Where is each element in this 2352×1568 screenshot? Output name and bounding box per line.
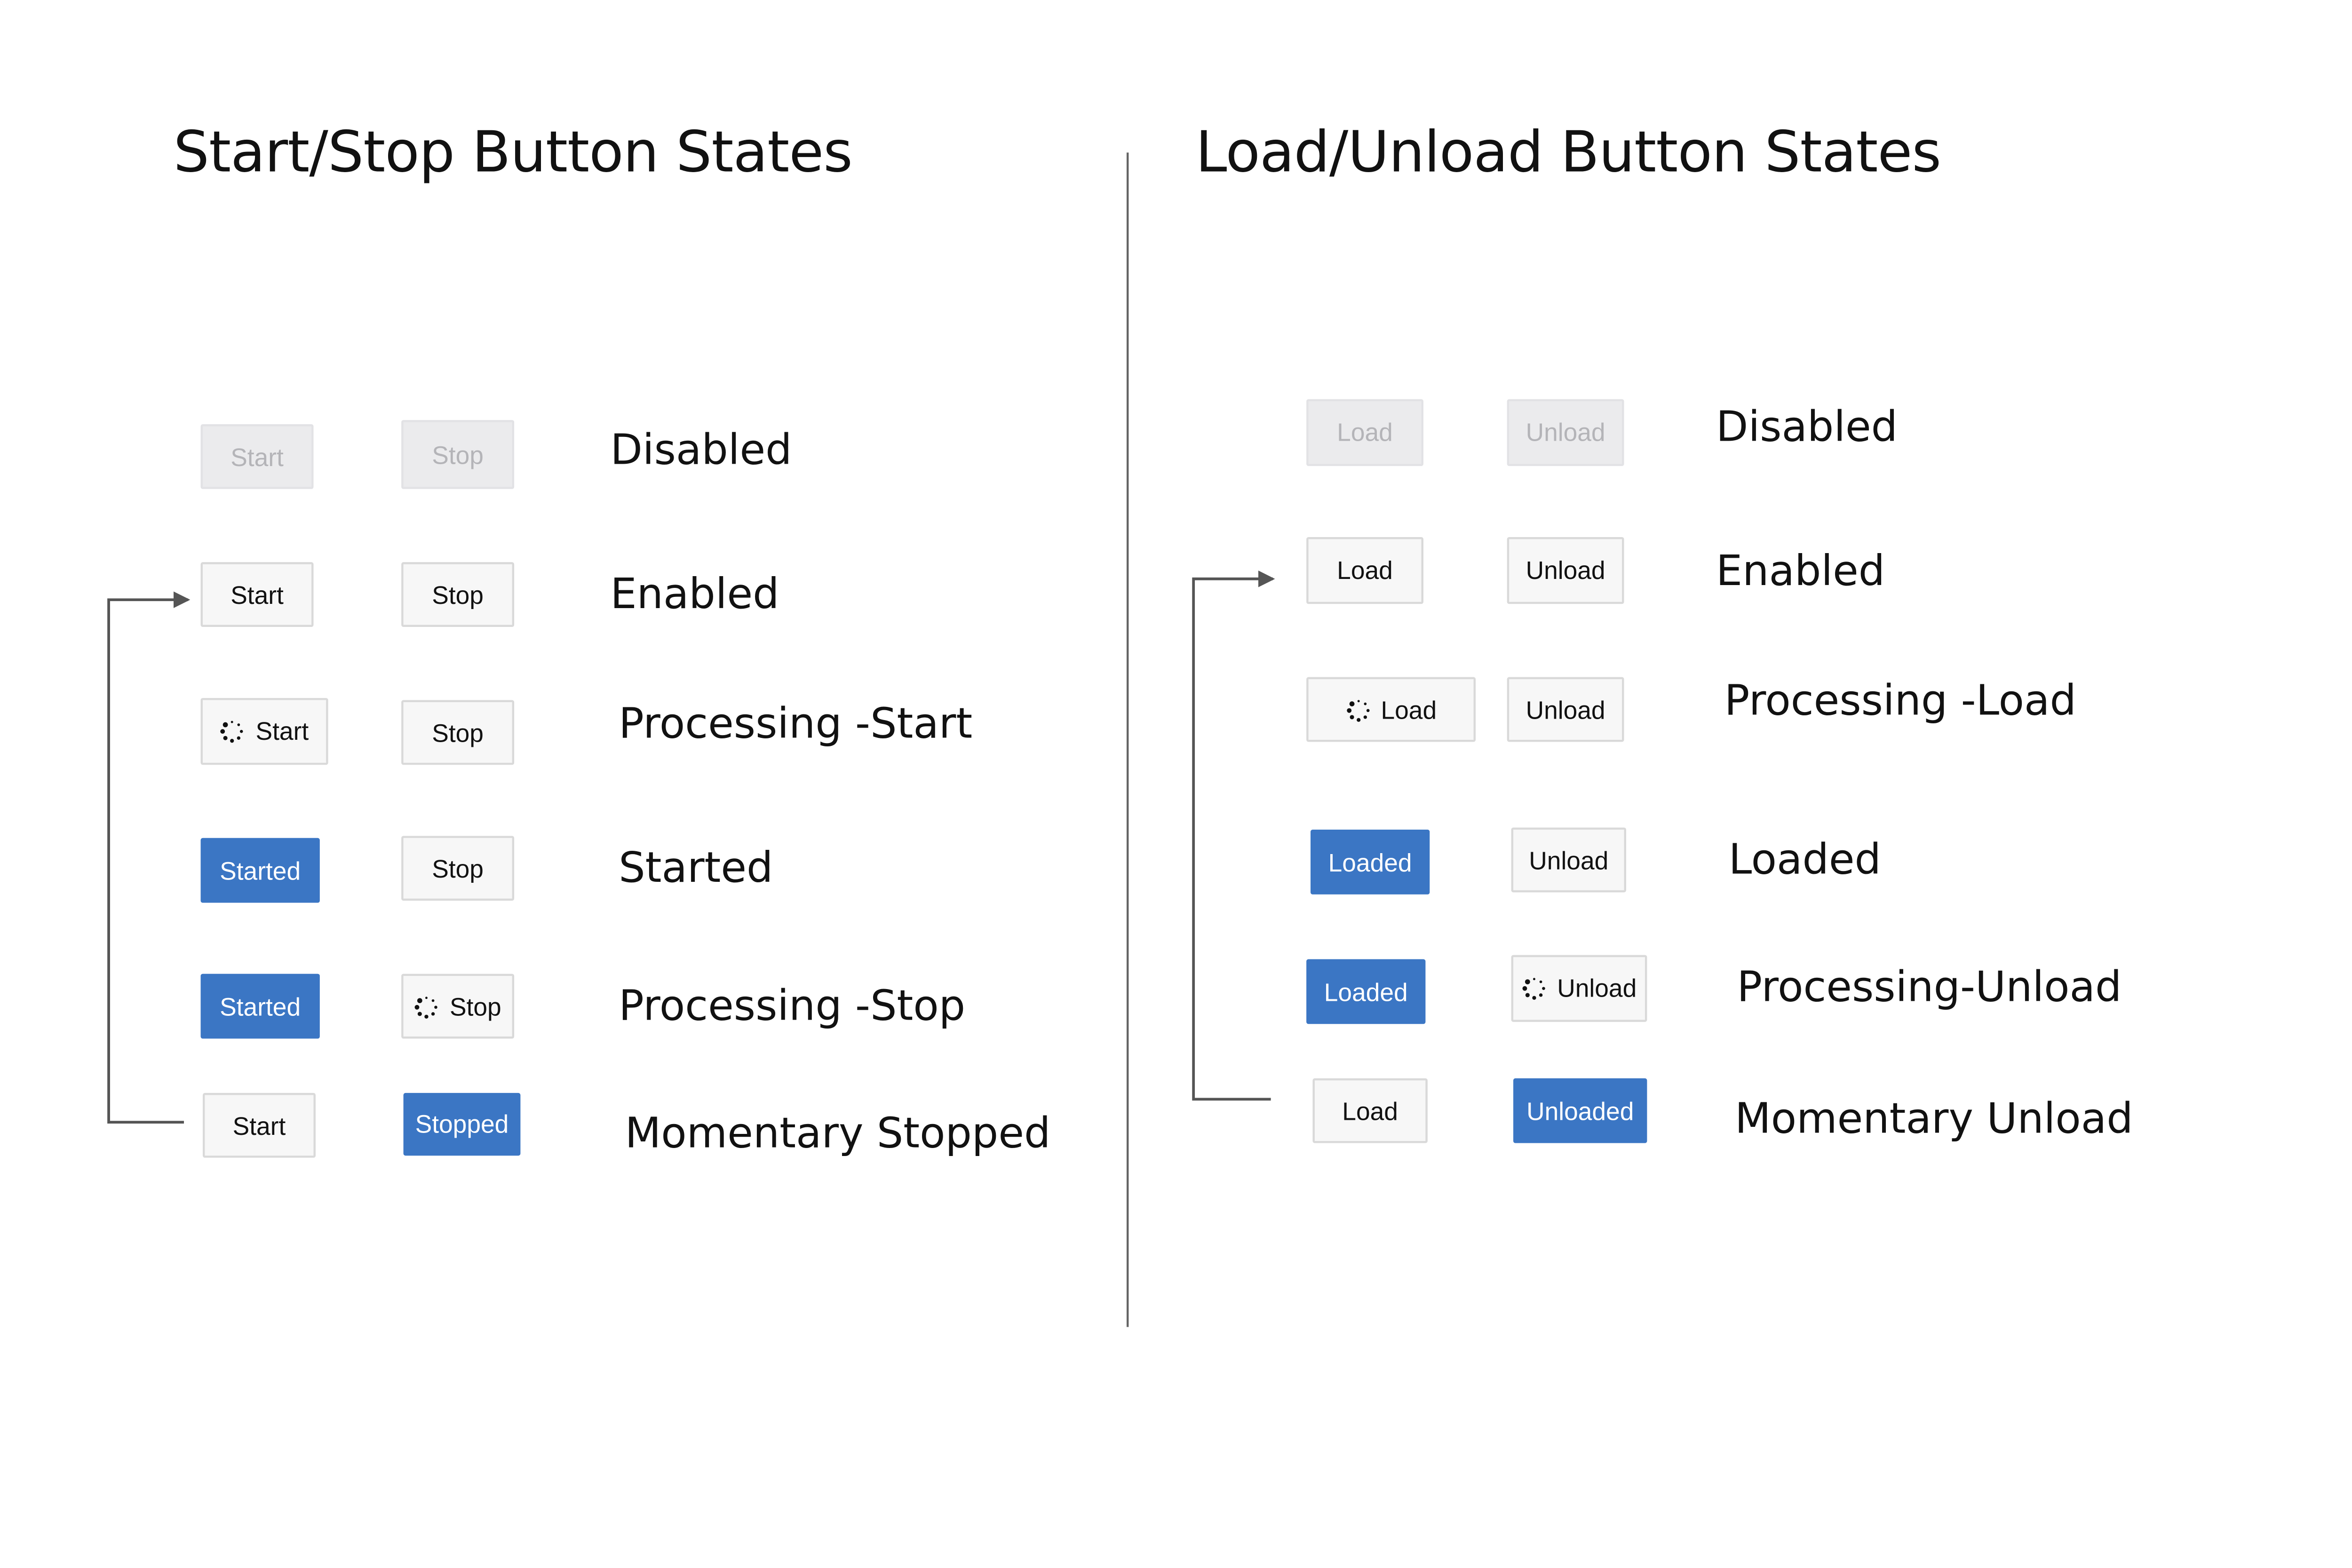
load-button-label: Loaded [1324,977,1408,1006]
start-button[interactable]: Started [200,838,320,903]
load-unload-return-arrow-icon [1192,570,1275,1101]
start-button-label: Start [230,580,284,610]
load-button-label: Load [1337,418,1393,447]
load-button[interactable]: Load [1312,1078,1428,1143]
stop-button[interactable]: Stopped [403,1093,521,1156]
loading-spinner-icon [1522,978,1545,1000]
unload-button[interactable]: Unloaded [1513,1078,1647,1143]
stop-button[interactable]: Stop [401,836,515,901]
load-button[interactable]: Load [1306,677,1476,742]
state-label-momentary-stopped: Momentary Stopped [625,1108,1051,1158]
start-button-label: Start [255,717,309,746]
load-button[interactable]: Load [1306,399,1423,466]
state-label-processing-unload: Processing-Unload [1737,961,2122,1012]
unload-button-label: Unloaded [1526,1096,1634,1125]
load-button[interactable]: Loaded [1311,830,1430,895]
unload-button[interactable]: Unload [1507,399,1624,466]
stop-button-label: Stop [450,991,501,1021]
start-button-label: Start [230,442,284,471]
stop-button-label: Stop [432,718,484,747]
unload-button-label: Unload [1526,555,1605,586]
load-button[interactable]: Load [1306,537,1423,604]
start-button[interactable]: Start [200,562,314,627]
start-button[interactable]: Start [203,1093,316,1158]
start-button-label: Started [220,855,301,885]
load-button-label: Load [1381,695,1437,724]
stop-button[interactable]: Stop [401,974,515,1039]
unload-button-label: Unload [1529,845,1609,875]
state-label-disabled: Disabled [610,424,792,475]
state-label-processing-stop: Processing -Stop [619,980,966,1030]
state-label-started: Started [619,842,773,893]
stop-button[interactable]: Stop [401,700,515,765]
unload-button[interactable]: Unload [1511,955,1647,1022]
unload-button[interactable]: Unload [1511,827,1626,893]
load-button[interactable]: Loaded [1306,959,1426,1024]
start-button[interactable]: Start [200,698,328,765]
stop-button[interactable]: Stop [401,420,515,489]
stop-button[interactable]: Stop [401,562,515,627]
state-label-momentary-unload: Momentary Unload [1735,1093,2133,1143]
state-label-disabled: Disabled [1716,401,1898,451]
start-button[interactable]: Started [200,974,320,1039]
stop-button-label: Stopped [415,1109,509,1139]
state-label-processing-load: Processing -Load [1724,675,2076,725]
section-divider [1126,152,1129,1327]
unload-button[interactable]: Unload [1507,677,1624,742]
stop-button-label: Stop [432,440,484,469]
start-button-label: Started [220,991,301,1021]
start-button[interactable]: Start [200,424,314,489]
state-label-loaded: Loaded [1728,833,1881,884]
stop-button-label: Stop [432,854,484,883]
state-label-processing-start: Processing -Start [619,698,973,748]
unload-button-label: Unload [1526,695,1605,724]
loading-spinner-icon [415,996,438,1018]
load-button-label: Load [1337,555,1393,586]
state-label-enabled: Enabled [1716,545,1885,596]
state-label-enabled: Enabled [610,568,779,619]
start-button-label: Start [232,1110,286,1140]
stop-button-label: Stop [432,580,484,610]
unload-button-label: Unload [1557,974,1637,1003]
unload-button-label: Unload [1526,418,1605,447]
start-stop-section-title: Start/Stop Button States [173,121,853,186]
load-unload-section-title: Load/Unload Button States [1195,121,1941,186]
loading-spinner-icon [1346,699,1369,721]
unload-button[interactable]: Unload [1507,537,1624,604]
load-button-label: Loaded [1328,847,1412,877]
loading-spinner-icon [221,721,244,743]
start-stop-return-arrow-icon [107,591,191,1124]
load-button-label: Load [1342,1096,1398,1125]
